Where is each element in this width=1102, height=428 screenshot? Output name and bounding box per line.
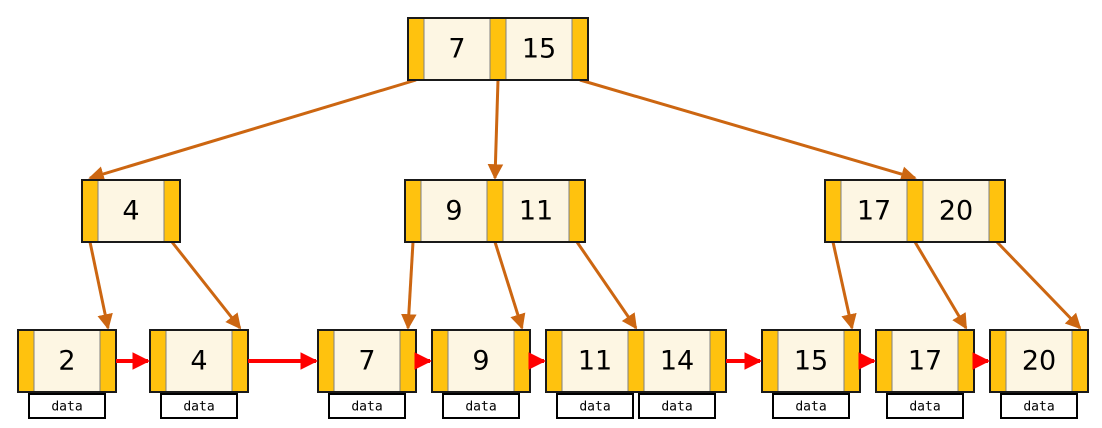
key-label: 20 bbox=[1022, 346, 1056, 377]
pointer-cell bbox=[317, 329, 335, 393]
pointer-cell bbox=[627, 329, 645, 393]
key-label: 11 bbox=[578, 346, 612, 377]
key-cell bbox=[502, 179, 570, 243]
key-label: 2 bbox=[58, 346, 75, 377]
pointer-cell bbox=[824, 179, 842, 243]
leaf-node: 17 data bbox=[875, 329, 975, 419]
node-border bbox=[404, 179, 586, 243]
key-label: 7 bbox=[358, 346, 375, 377]
data-box-label: data bbox=[579, 400, 610, 415]
pointer-cell bbox=[568, 179, 586, 243]
leaf-node: 15 data bbox=[761, 329, 861, 419]
data-box bbox=[556, 393, 634, 419]
leaf-node: 20 data bbox=[989, 329, 1089, 419]
key-label: 17 bbox=[908, 346, 942, 377]
pointer-cell bbox=[81, 179, 99, 243]
pointer-cell bbox=[163, 179, 181, 243]
key-label: 14 bbox=[660, 346, 694, 377]
leaf-node: 2 data bbox=[17, 329, 117, 419]
data-box-label: data bbox=[183, 400, 214, 415]
child-pointer-arrow bbox=[401, 241, 417, 330]
key-label: 11 bbox=[519, 196, 553, 227]
leaf-node: 11 14 data data bbox=[545, 329, 727, 419]
data-box-label: data bbox=[351, 400, 382, 415]
child-pointer-arrow bbox=[995, 240, 1082, 330]
leaf-node: 9 data bbox=[431, 329, 531, 419]
child-pointer-arrow bbox=[170, 241, 242, 330]
key-cell bbox=[423, 17, 491, 81]
internal-node: 9 11 bbox=[404, 179, 586, 243]
pointer-cell bbox=[1071, 329, 1089, 393]
data-box-label: data bbox=[661, 400, 692, 415]
node-border bbox=[407, 17, 589, 81]
node-border bbox=[81, 179, 181, 243]
data-box-label: data bbox=[465, 400, 496, 415]
pointer-cell bbox=[407, 17, 425, 81]
pointer-cell bbox=[906, 179, 924, 243]
node-border bbox=[824, 179, 1006, 243]
pointer-cell bbox=[231, 329, 249, 393]
child-pointer-arrow bbox=[88, 78, 417, 182]
pointer-cell bbox=[761, 329, 779, 393]
pointer-cell bbox=[149, 329, 167, 393]
pointer-cell bbox=[431, 329, 449, 393]
root-node: 7 15 bbox=[407, 17, 589, 81]
leaf-node: 4 data bbox=[149, 329, 249, 419]
key-label: 20 bbox=[939, 196, 973, 227]
data-box bbox=[1000, 393, 1078, 419]
child-pointer-edges bbox=[88, 78, 1082, 330]
key-label: 15 bbox=[522, 34, 556, 65]
pointer-cell bbox=[486, 179, 504, 243]
key-label: 17 bbox=[857, 196, 891, 227]
key-label: 15 bbox=[794, 346, 828, 377]
child-pointer-arrow bbox=[913, 241, 968, 330]
pointer-cell bbox=[399, 329, 417, 393]
child-pointer-arrow bbox=[88, 241, 113, 330]
child-pointer-arrow bbox=[493, 241, 526, 330]
key-cell bbox=[505, 17, 573, 81]
pointer-cell bbox=[957, 329, 975, 393]
data-box-label: data bbox=[909, 400, 940, 415]
pointer-cell bbox=[989, 329, 1007, 393]
pointer-cell bbox=[571, 17, 589, 81]
data-box bbox=[442, 393, 520, 419]
pointer-cell bbox=[513, 329, 531, 393]
pointer-cell bbox=[988, 179, 1006, 243]
data-box-label: data bbox=[1023, 400, 1054, 415]
key-label: 4 bbox=[122, 196, 139, 227]
pointer-cell bbox=[17, 329, 35, 393]
data-box bbox=[638, 393, 716, 419]
pointer-cell bbox=[709, 329, 727, 393]
key-cell bbox=[447, 329, 515, 393]
pointer-cell bbox=[545, 329, 563, 393]
data-box bbox=[772, 393, 850, 419]
data-box bbox=[328, 393, 406, 419]
node-border bbox=[989, 329, 1089, 393]
data-box bbox=[160, 393, 238, 419]
internal-node: 4 bbox=[81, 179, 181, 243]
key-cell bbox=[561, 329, 629, 393]
pointer-cell bbox=[489, 17, 507, 81]
leaf-node: 7 data bbox=[317, 329, 417, 419]
key-label: 4 bbox=[190, 346, 207, 377]
data-box-label: data bbox=[51, 400, 82, 415]
pointer-cell bbox=[843, 329, 861, 393]
key-label: 9 bbox=[472, 346, 489, 377]
child-pointer-arrow bbox=[575, 241, 638, 330]
key-label: 9 bbox=[445, 196, 462, 227]
child-pointer-arrow bbox=[579, 78, 917, 182]
key-label: 7 bbox=[448, 34, 465, 65]
pointer-cell bbox=[404, 179, 422, 243]
pointer-cell bbox=[875, 329, 893, 393]
child-pointer-arrow bbox=[831, 241, 857, 330]
data-box bbox=[28, 393, 106, 419]
data-box-label: data bbox=[795, 400, 826, 415]
child-pointer-arrow bbox=[487, 79, 504, 180]
data-box bbox=[886, 393, 964, 419]
pointer-cell bbox=[99, 329, 117, 393]
